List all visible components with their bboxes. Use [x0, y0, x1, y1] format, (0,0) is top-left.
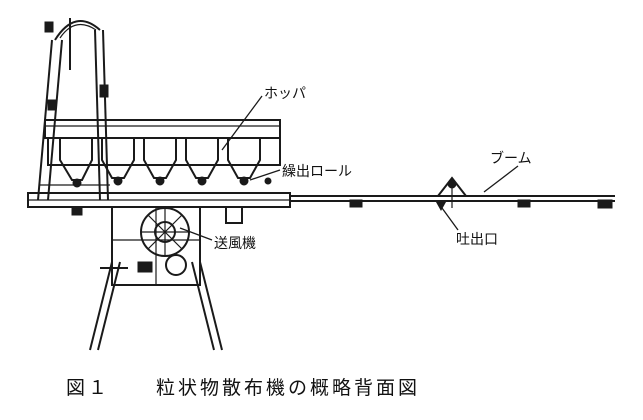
outlet	[435, 200, 447, 212]
feed-roll-units	[72, 176, 272, 188]
hopper-label: ホッパ	[264, 86, 306, 102]
blower	[111, 206, 201, 286]
outlet-label: 吐出口	[456, 232, 498, 248]
hopper	[44, 119, 281, 181]
figure-title: 粒状物散布機の概略背面図	[156, 377, 420, 399]
boom	[290, 176, 615, 209]
lifting-mast	[37, 18, 110, 201]
feed-roll-label: 繰出ロール	[282, 164, 352, 180]
figure-number: 図１	[66, 377, 110, 399]
leader-lines	[179, 95, 519, 241]
boom-label: ブーム	[490, 150, 532, 167]
legs	[89, 261, 223, 351]
blower-label: 送風機	[214, 236, 256, 252]
